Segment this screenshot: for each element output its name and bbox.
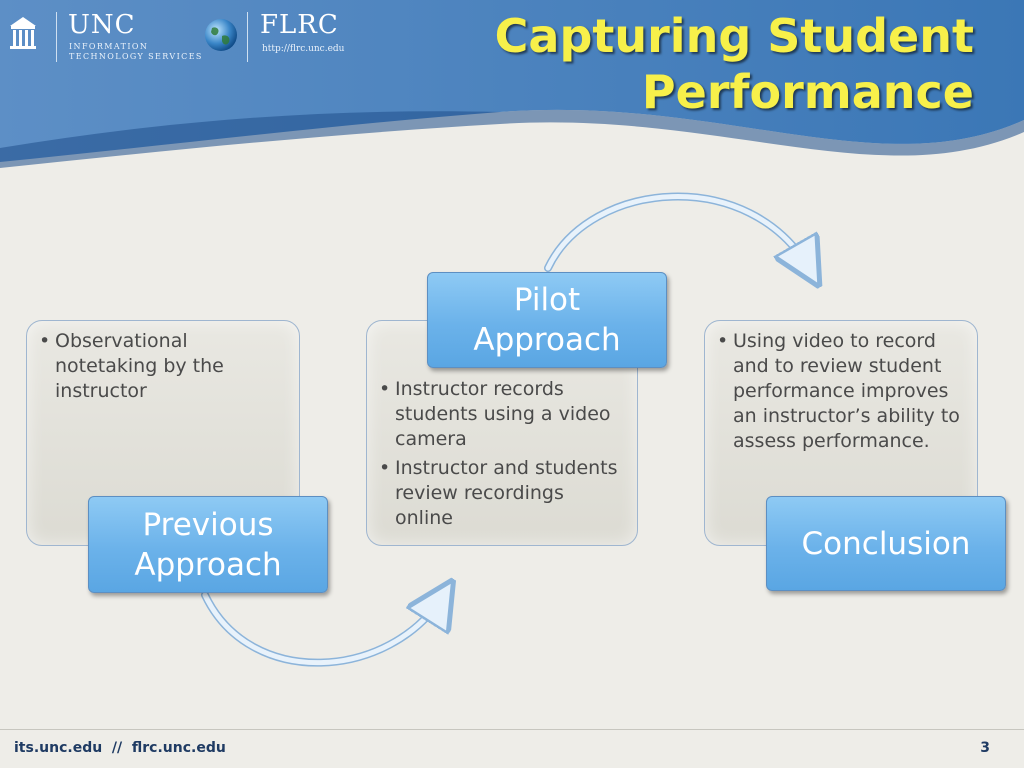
footer-divider bbox=[0, 729, 1024, 730]
flrc-logo-text: FLRC bbox=[260, 10, 339, 40]
previous-label-line1: Previous bbox=[142, 506, 274, 543]
flrc-logo-url: http://flrc.unc.edu bbox=[262, 44, 345, 54]
globe-icon bbox=[205, 19, 237, 51]
slide-title-line2: Performance bbox=[641, 65, 974, 119]
pilot-bullet-2: Instructor and students review recording… bbox=[375, 456, 627, 531]
arrow-previous-to-pilot bbox=[201, 591, 447, 667]
previous-bullet-1: Observational notetaking by the instruct… bbox=[35, 329, 289, 404]
slide-title-line1: Capturing Student bbox=[494, 9, 974, 63]
footer-links: its.unc.edu // flrc.unc.edu bbox=[14, 740, 226, 756]
logo-divider bbox=[56, 12, 57, 62]
pilot-bullet-1: Instructor records students using a vide… bbox=[375, 377, 627, 452]
arrow-pilot-to-conclusion bbox=[544, 192, 814, 274]
pilot-approach-bullets: Instructor records students using a vide… bbox=[375, 377, 627, 531]
previous-approach-label: Previous Approach bbox=[88, 496, 328, 593]
unc-logo-text: UNC bbox=[68, 10, 136, 40]
conclusion-bullets: Using video to record and to review stud… bbox=[713, 329, 969, 454]
unc-old-well-icon bbox=[10, 17, 36, 49]
logo-divider-2 bbox=[247, 12, 248, 62]
previous-approach-bullets: Observational notetaking by the instruct… bbox=[35, 329, 289, 404]
conclusion-label: Conclusion bbox=[766, 496, 1006, 591]
slide-number: 3 bbox=[980, 740, 990, 756]
pilot-label-line2: Approach bbox=[473, 322, 621, 358]
its-logo-line1: INFORMATION bbox=[69, 42, 149, 51]
pilot-approach-label: Pilot Approach bbox=[427, 272, 667, 368]
previous-label-line2: Approach bbox=[134, 546, 282, 583]
pilot-label-line1: Pilot bbox=[513, 282, 581, 318]
its-logo-line2: TECHNOLOGY SERVICES bbox=[69, 52, 203, 61]
conclusion-label-text: Conclusion bbox=[801, 525, 971, 562]
slide-title: Capturing Student Performance bbox=[495, 8, 974, 120]
header-background bbox=[0, 0, 1024, 168]
conclusion-bullet-1: Using video to record and to review stud… bbox=[713, 329, 969, 454]
